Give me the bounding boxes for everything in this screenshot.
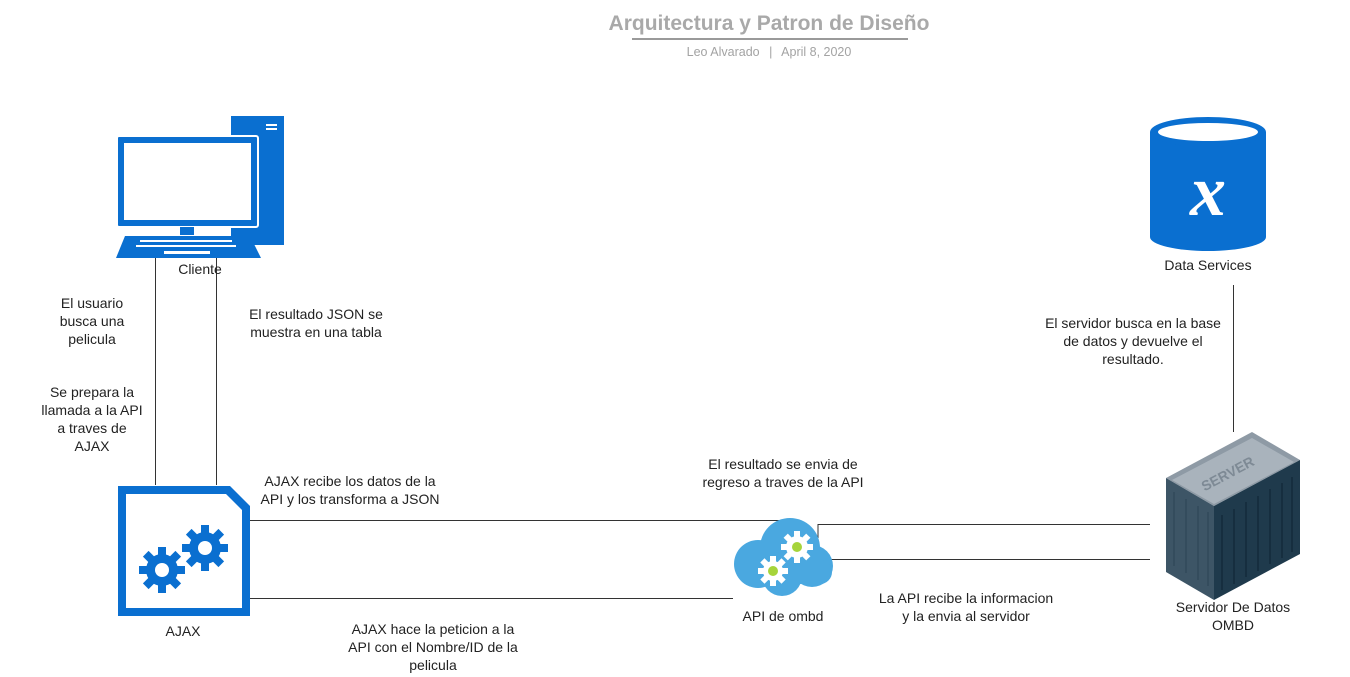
note-line: API con el Nombre/ID de la — [348, 639, 518, 655]
note-line: pelicula — [68, 331, 116, 347]
note-ajax-peticion: AJAX hace la peticion a la API con el No… — [323, 620, 543, 674]
note-line: El resultado JSON se — [249, 306, 383, 322]
note-resultado-json: El resultado JSON se muestra en una tabl… — [226, 305, 406, 341]
connector-server-api-top — [817, 524, 1150, 538]
note-line: busca una — [59, 313, 125, 329]
note-line: Se prepara la — [49, 384, 135, 400]
note-line: muestra en una tabla — [250, 324, 382, 340]
note-line: resultado. — [1102, 351, 1164, 367]
server-icon: SERVER — [1166, 432, 1300, 600]
note-servidor-busca: El servidor busca en la base de datos y … — [1023, 314, 1243, 368]
note-line: El servidor busca en la base — [1045, 315, 1221, 331]
diagram-title: Arquitectura y Patron de Diseño — [608, 12, 930, 35]
note-line: AJAX hace la peticion a la — [351, 621, 515, 637]
date: April 8, 2020 — [781, 45, 852, 59]
author: Leo Alvarado — [686, 45, 760, 59]
subtitle-separator: | — [769, 45, 773, 59]
note-prepara-llamada: Se prepara la llamada a la API a traves … — [22, 383, 162, 455]
gear-document-icon — [118, 486, 250, 616]
note-ajax-recibe: AJAX recibe los datos de la API y los tr… — [240, 472, 460, 508]
note-line: y la envia al servidor — [902, 608, 1030, 624]
node-label-servidor-line2: OMBD — [1212, 617, 1254, 633]
node-label-cliente: Cliente — [178, 261, 222, 277]
database-x-icon: x — [1150, 117, 1266, 251]
cloud-gears-icon — [734, 518, 833, 596]
title-underline — [632, 38, 908, 40]
note-line: AJAX — [74, 438, 110, 454]
note-line: La API recibe la informacion — [878, 590, 1054, 606]
note-api-recibe: La API recibe la informacion y la envia … — [856, 589, 1076, 625]
note-line: pelicula — [409, 657, 457, 673]
note-line: El usuario — [60, 295, 124, 311]
note-line: de datos y devuelve el — [1063, 333, 1203, 349]
note-line: regreso a traves de la API — [702, 474, 864, 490]
note-resultado-envia: El resultado se envia de regreso a trave… — [673, 455, 893, 491]
note-line: llamada a la API — [41, 402, 143, 418]
svg-text:x: x — [1189, 151, 1226, 231]
note-line: a traves de — [57, 420, 127, 436]
node-label-api: API de ombd — [742, 608, 824, 624]
note-line: API y los transforma a JSON — [260, 491, 440, 507]
note-line: AJAX recibe los datos de la — [264, 473, 436, 489]
node-label-servidor-line1: Servidor De Datos — [1175, 599, 1291, 615]
note-line: El resultado se envia de — [708, 456, 858, 472]
node-label-servidor: Servidor De Datos OMBD — [1153, 598, 1313, 634]
note-usuario-busca: El usuario busca una pelicula — [32, 294, 152, 348]
node-label-ajax: AJAX — [165, 623, 201, 639]
desktop-computer-icon — [116, 116, 284, 258]
node-label-data-services: Data Services — [1164, 257, 1252, 273]
connectors — [155, 258, 1234, 599]
diagram-subtitle: Leo Alvarado | April 8, 2020 — [0, 45, 1350, 59]
